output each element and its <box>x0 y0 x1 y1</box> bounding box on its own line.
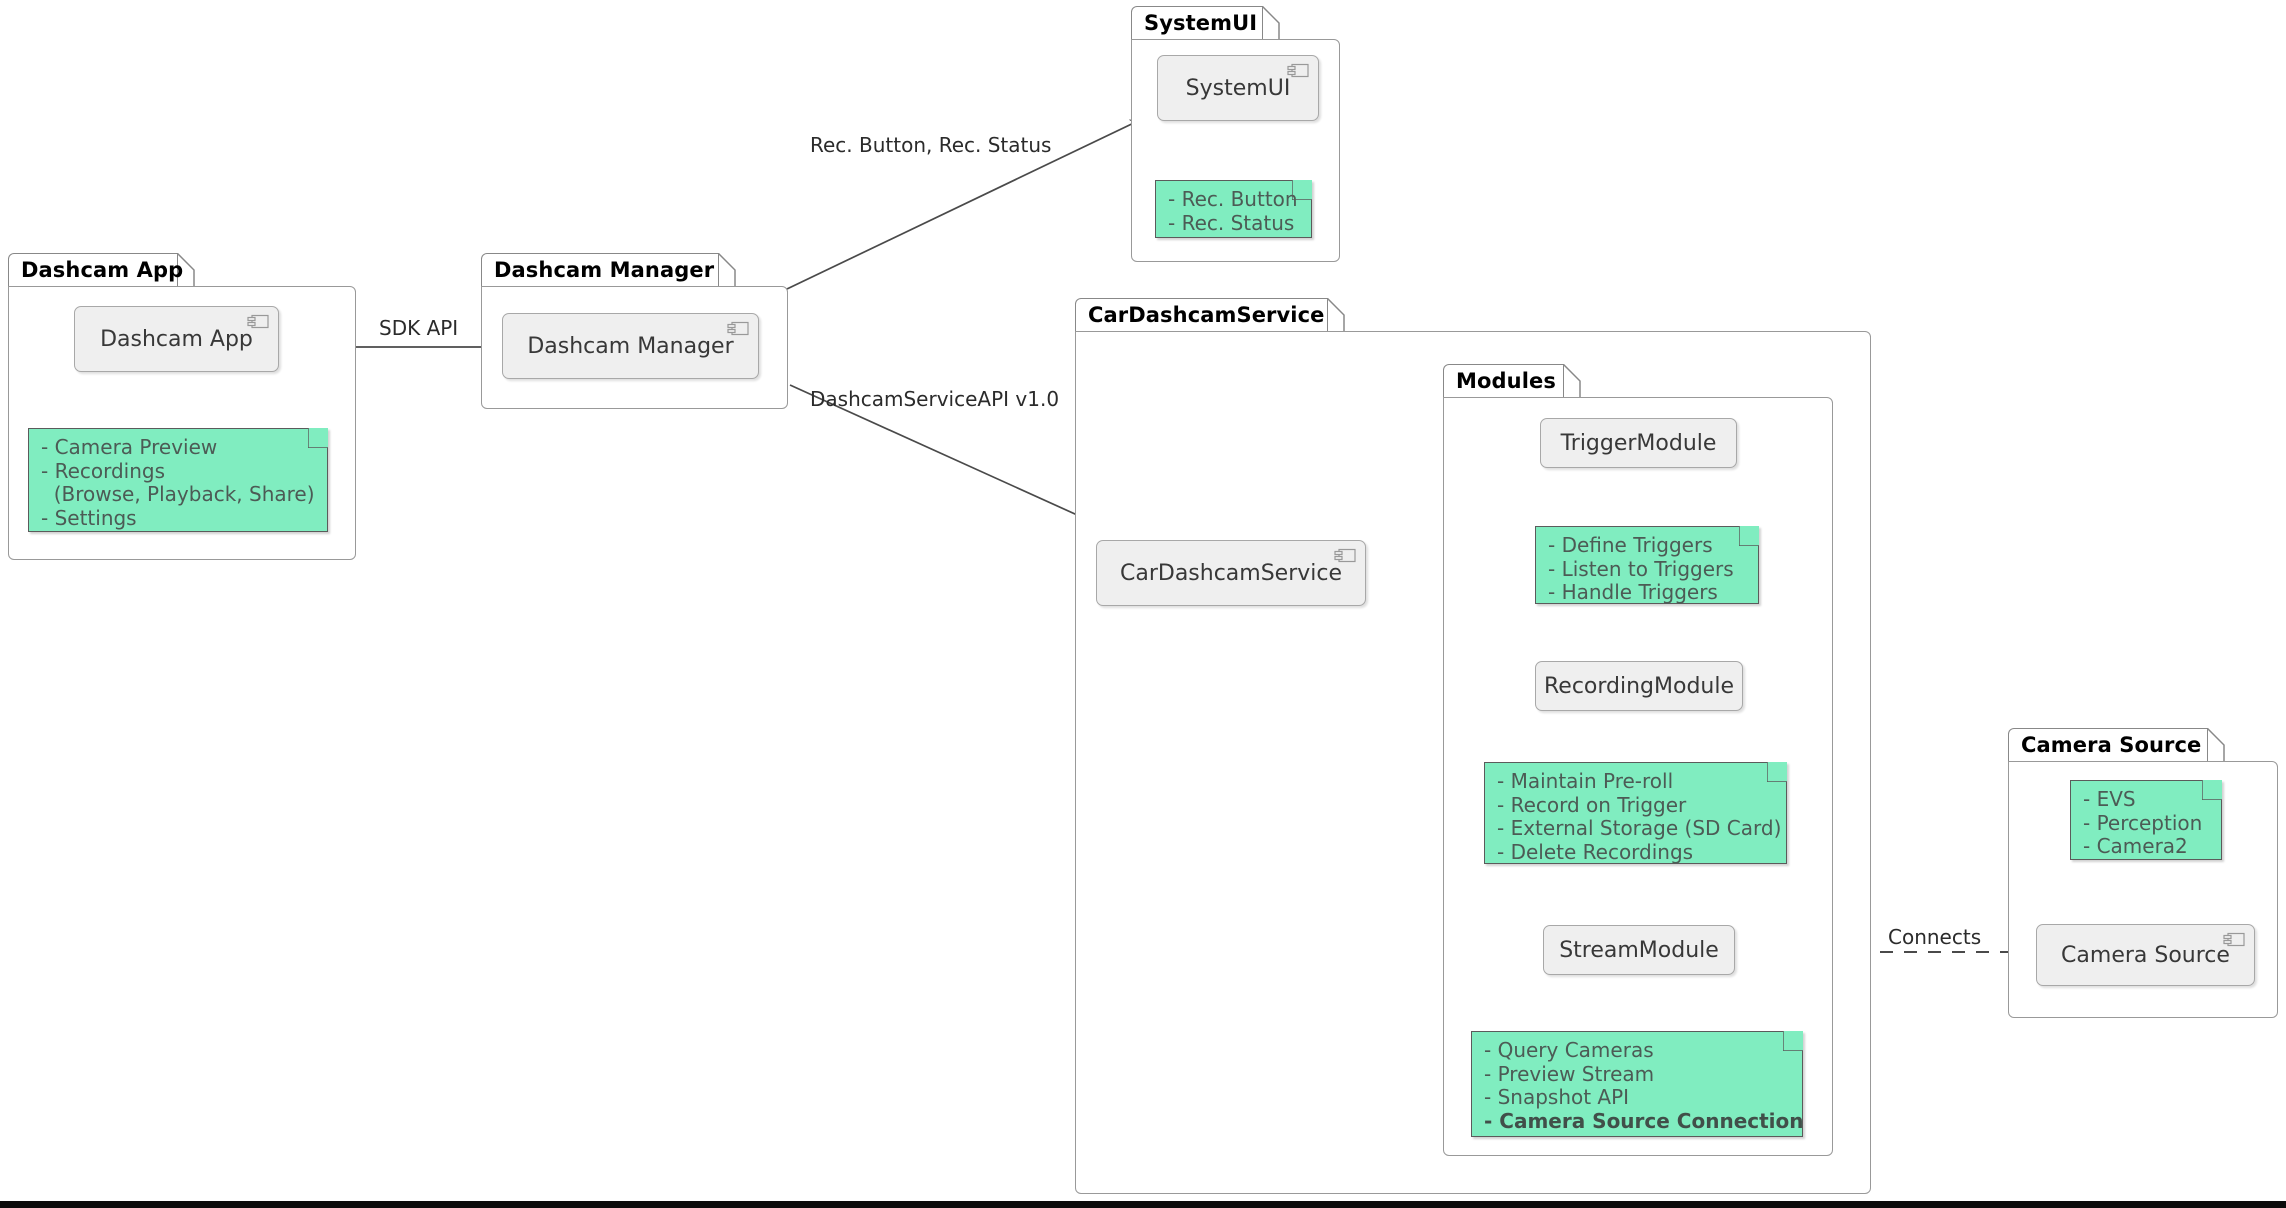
component-cardashcamservice[interactable]: CarDashcamService <box>1096 540 1366 606</box>
note-text: - Camera Preview - Recordings (Browse, P… <box>41 435 315 530</box>
package-title: SystemUI <box>1144 11 1258 35</box>
component-label: Dashcam Manager <box>527 333 734 359</box>
package-tab: CarDashcamService <box>1075 298 1328 332</box>
package-title: Camera Source <box>2021 733 2202 757</box>
note-fold-corner <box>2202 780 2222 800</box>
note-text: - Maintain Pre-roll - Record on Trigger … <box>1497 769 1782 864</box>
note-triggermodule: - Define Triggers - Listen to Triggers -… <box>1535 526 1759 604</box>
edge-label-sdk-api: SDK API <box>379 316 459 340</box>
component-triggermodule[interactable]: TriggerModule <box>1540 418 1737 468</box>
component-camera-source[interactable]: Camera Source <box>2036 924 2255 986</box>
component-label: RecordingModule <box>1543 673 1735 699</box>
note-text: - Define Triggers - Listen to Triggers -… <box>1548 533 1734 604</box>
component-label: Camera Source <box>2061 942 2230 968</box>
package-tab: Camera Source <box>2008 728 2208 762</box>
package-title: Dashcam Manager <box>494 258 715 282</box>
package-tab: SystemUI <box>1131 6 1263 40</box>
package-title: Dashcam App <box>21 258 184 282</box>
note-fold-corner <box>1767 762 1787 782</box>
package-title: CarDashcamService <box>1088 303 1325 327</box>
component-icon <box>727 321 749 336</box>
package-tab: Dashcam App <box>8 253 183 287</box>
component-systemui[interactable]: SystemUI <box>1157 55 1319 121</box>
component-label: CarDashcamService <box>1119 560 1343 586</box>
component-icon <box>2223 932 2245 947</box>
edge-label-dashcamserviceapi: DashcamServiceAPI v1.0 <box>810 387 1060 411</box>
note-dashcam-app: - Camera Preview - Recordings (Browse, P… <box>28 428 328 532</box>
bottom-bar <box>0 1201 2286 1208</box>
note-camera-source: - EVS - Perception - Camera2 <box>2070 780 2222 860</box>
edge-label-connects: Connects <box>1888 925 1982 949</box>
component-label: StreamModule <box>1559 937 1719 963</box>
note-recordingmodule: - Maintain Pre-roll - Record on Trigger … <box>1484 762 1787 864</box>
component-label: Dashcam App <box>100 326 253 352</box>
component-icon <box>1287 63 1309 78</box>
component-dashcam-manager[interactable]: Dashcam Manager <box>502 313 759 379</box>
note-text: - Rec. Button - Rec. Status <box>1168 187 1298 235</box>
package-tab-slant <box>2207 728 2225 762</box>
package-tab-slant <box>1563 364 1581 398</box>
component-dashcam-app[interactable]: Dashcam App <box>74 306 279 372</box>
component-label: TriggerModule <box>1560 430 1717 456</box>
note-fold-corner <box>1292 180 1312 200</box>
package-title: Modules <box>1456 369 1556 393</box>
note-fold-corner <box>308 428 328 448</box>
package-tab: Modules <box>1443 364 1564 398</box>
note-fold-corner <box>1739 526 1759 546</box>
edge-label-rec-button-status: Rec. Button, Rec. Status <box>810 133 1052 157</box>
package-tab-slant <box>177 253 195 287</box>
component-icon <box>1334 548 1356 563</box>
package-tab-slant <box>718 253 736 287</box>
package-tab-slant <box>1327 298 1345 332</box>
note-text-stream: - Query Cameras - Preview Stream - Snaps… <box>1484 1038 1804 1133</box>
component-recordingmodule[interactable]: RecordingModule <box>1535 661 1743 711</box>
component-streammodule[interactable]: StreamModule <box>1543 925 1735 975</box>
note-streammodule: - Query Cameras - Preview Stream - Snaps… <box>1471 1031 1804 1137</box>
package-tab-slant <box>1262 6 1280 40</box>
note-systemui: - Rec. Button - Rec. Status <box>1155 180 1312 238</box>
note-text: - EVS - Perception - Camera2 <box>2083 787 2203 858</box>
package-tab: Dashcam Manager <box>481 253 719 287</box>
component-label: SystemUI <box>1185 75 1291 101</box>
component-icon <box>247 314 269 329</box>
note-fold-corner <box>1783 1031 1803 1051</box>
